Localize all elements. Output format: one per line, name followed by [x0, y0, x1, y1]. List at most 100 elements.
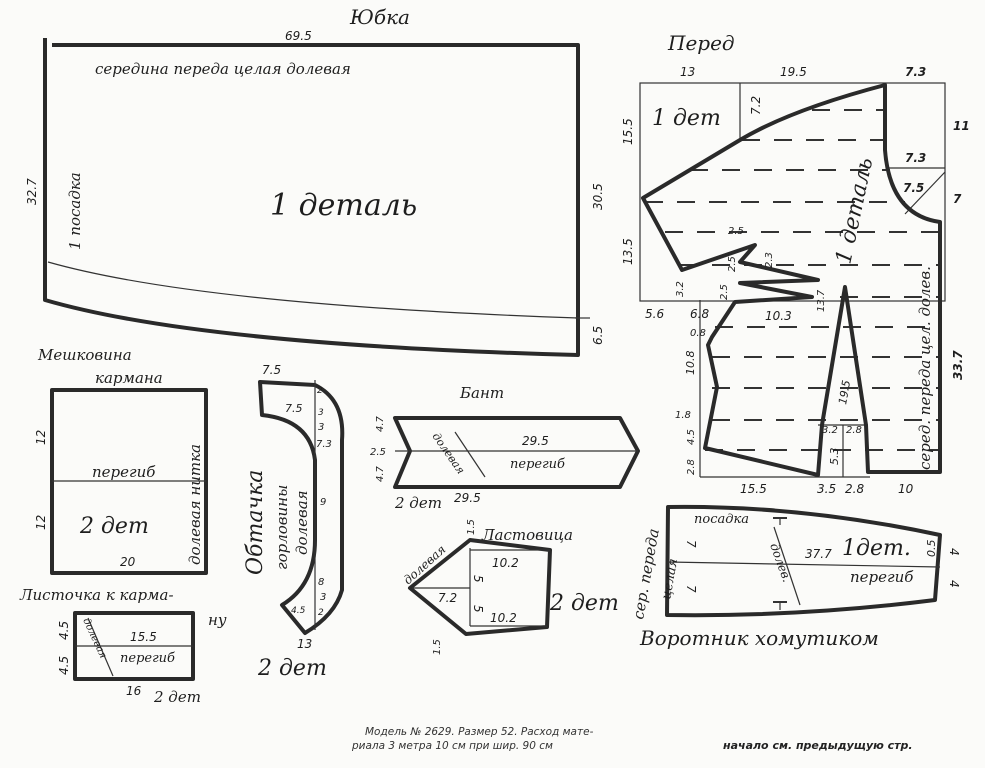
front-dim: 13: [680, 65, 695, 79]
collar-grain-label: долев.: [767, 541, 794, 584]
pocket-bag-dim: 12: [34, 515, 48, 530]
bow-dim: 29.5: [454, 491, 481, 505]
front-dim: 2.5: [728, 226, 744, 237]
caption-continued: начало см. предыдущую стр.: [723, 739, 913, 752]
front-dim: 7: [953, 192, 962, 206]
gusset-dim: 10.2: [492, 556, 519, 570]
collar-side-label: целая: [659, 557, 681, 600]
front-pieces-top: 1 дет: [652, 106, 721, 131]
gusset-pieces: 2 дет: [549, 591, 619, 616]
pocket-welt-dim: 4.5: [57, 621, 71, 640]
skirt-outline: [43, 38, 580, 357]
front-dim: 13.7: [816, 289, 827, 312]
front-dim: 5.6: [645, 307, 664, 321]
neck-facing-title: Обтачка: [243, 470, 268, 575]
skirt-grain-label: середина переда целая долевая: [95, 60, 351, 78]
neck-facing-dim: 3: [320, 592, 326, 603]
neck-facing-dim: 7.5: [262, 363, 281, 377]
bow-grain-label: долевая: [430, 430, 468, 476]
neck-facing-outline: [258, 380, 345, 635]
skirt-hem-line: [47, 261, 579, 319]
neck-facing-dim: 2: [318, 608, 324, 618]
bow-title: Бант: [459, 384, 504, 402]
pocket-welt-dim: 15.5: [130, 630, 157, 644]
collar-dim: 7: [684, 585, 698, 593]
pocket-bag-title: Мешковина: [37, 346, 132, 364]
collar-piece: сер. переда целая посадка долев. 37.7 1д…: [629, 504, 961, 650]
caption-line: Модель № 2629. Размер 52. Расход мате-: [365, 726, 594, 738]
pocket-bag-dim: 12: [34, 430, 48, 445]
neck-facing-dim: 4.5: [291, 606, 306, 616]
pocket-bag-pieces: 2 дет: [79, 514, 149, 539]
front-dim: 19.5: [780, 65, 807, 79]
front-piece: Перед 1 дет 1 деталь серед. переда цел. …: [621, 31, 970, 496]
collar-dim: 4: [947, 580, 961, 588]
front-dim: 1.8: [675, 410, 691, 421]
caption: Модель № 2629. Размер 52. Расход мате- р…: [351, 726, 913, 752]
neck-facing-dim: 9: [320, 497, 326, 508]
front-pieces: 1 деталь: [831, 155, 878, 266]
front-dim: 2.3: [764, 252, 775, 268]
gusset-dim: 5: [471, 575, 485, 583]
front-dim: 15.5: [621, 118, 635, 145]
front-grain-label: серед. переда цел. долев.: [916, 266, 934, 470]
front-dim: 11: [953, 119, 970, 133]
pocket-bag-grain-label: долевая нитка: [186, 444, 204, 565]
collar-dim: 0.5: [925, 540, 938, 558]
neck-facing-dim: 7.5: [285, 402, 303, 415]
gusset-dim: 7.2: [438, 591, 457, 605]
skirt-top-width: 69.5: [285, 29, 312, 43]
front-dashed-grain-lines: [645, 109, 940, 451]
collar-dim: 7: [684, 540, 698, 548]
pocket-welt-title: Листочка к карма-: [19, 586, 174, 604]
neck-facing-dim: 2: [317, 386, 323, 396]
pocket-bag-fold-label: перегиб: [92, 463, 156, 481]
pocket-welt-dim: 16: [126, 684, 142, 698]
front-dim: 7.3: [905, 151, 926, 165]
front-outline: [641, 83, 942, 477]
front-dim: 3.2: [822, 425, 838, 436]
collar-pieces: 1дет.: [842, 536, 911, 561]
front-dim: 3.5: [817, 482, 836, 496]
bow-dim: 4.7: [375, 415, 386, 432]
skirt-title: Юбка: [349, 5, 410, 29]
pocket-bag-title: кармана: [95, 369, 163, 387]
skirt-left-height: 32.7: [25, 178, 39, 205]
neck-facing-dim: 8: [318, 577, 324, 588]
front-dim: 2.5: [727, 256, 738, 272]
gusset-outline: [408, 538, 552, 636]
front-dim: 2.8: [846, 425, 862, 436]
front-dim: 6.8: [690, 307, 709, 321]
skirt-pieces: 1 деталь: [270, 188, 417, 223]
bow-pieces: 2 дет: [394, 494, 442, 512]
front-title: Перед: [667, 31, 735, 55]
front-dim: 7.3: [905, 65, 926, 79]
front-dim: 15.5: [740, 482, 767, 496]
neck-facing-dim: 3: [318, 408, 324, 418]
front-dim: 10.8: [684, 351, 697, 376]
collar-dim: 4: [947, 548, 961, 556]
front-dim: 19.5: [836, 379, 853, 405]
front-dim: 10.3: [765, 309, 792, 323]
collar-fold-label: перегиб: [850, 568, 914, 586]
front-dim: 3.2: [675, 281, 686, 297]
collar-side-label: сер. переда: [629, 527, 663, 621]
neck-facing-dim: 3: [318, 422, 324, 433]
skirt-piece: Юбка 69.5 середина переда целая долевая …: [25, 5, 605, 357]
collar-title: Воротник хомутиком: [639, 626, 879, 650]
front-dim: 7.5: [903, 181, 924, 195]
front-dim: 2.8: [845, 482, 864, 496]
neck-facing-piece: 7.5 2 7.5 3 3 7.3 9 8 3 4.5 2 13 Обтачка…: [243, 363, 345, 681]
front-dim: 13.5: [621, 238, 635, 265]
bow-fold-label: перегиб: [510, 457, 565, 472]
front-dim: 5.3: [828, 448, 841, 466]
collar-dim: 37.7: [805, 547, 832, 561]
front-dim: 2.5: [719, 284, 730, 300]
pocket-welt-grain-label: долевая: [80, 617, 108, 661]
bow-dim: 29.5: [522, 434, 549, 448]
pocket-welt-fold-label: перегиб: [120, 651, 175, 666]
bow-dim: 2.5: [370, 447, 386, 458]
pocket-bag-dim: 20: [120, 555, 136, 569]
gusset-dim: 1.5: [432, 639, 443, 655]
